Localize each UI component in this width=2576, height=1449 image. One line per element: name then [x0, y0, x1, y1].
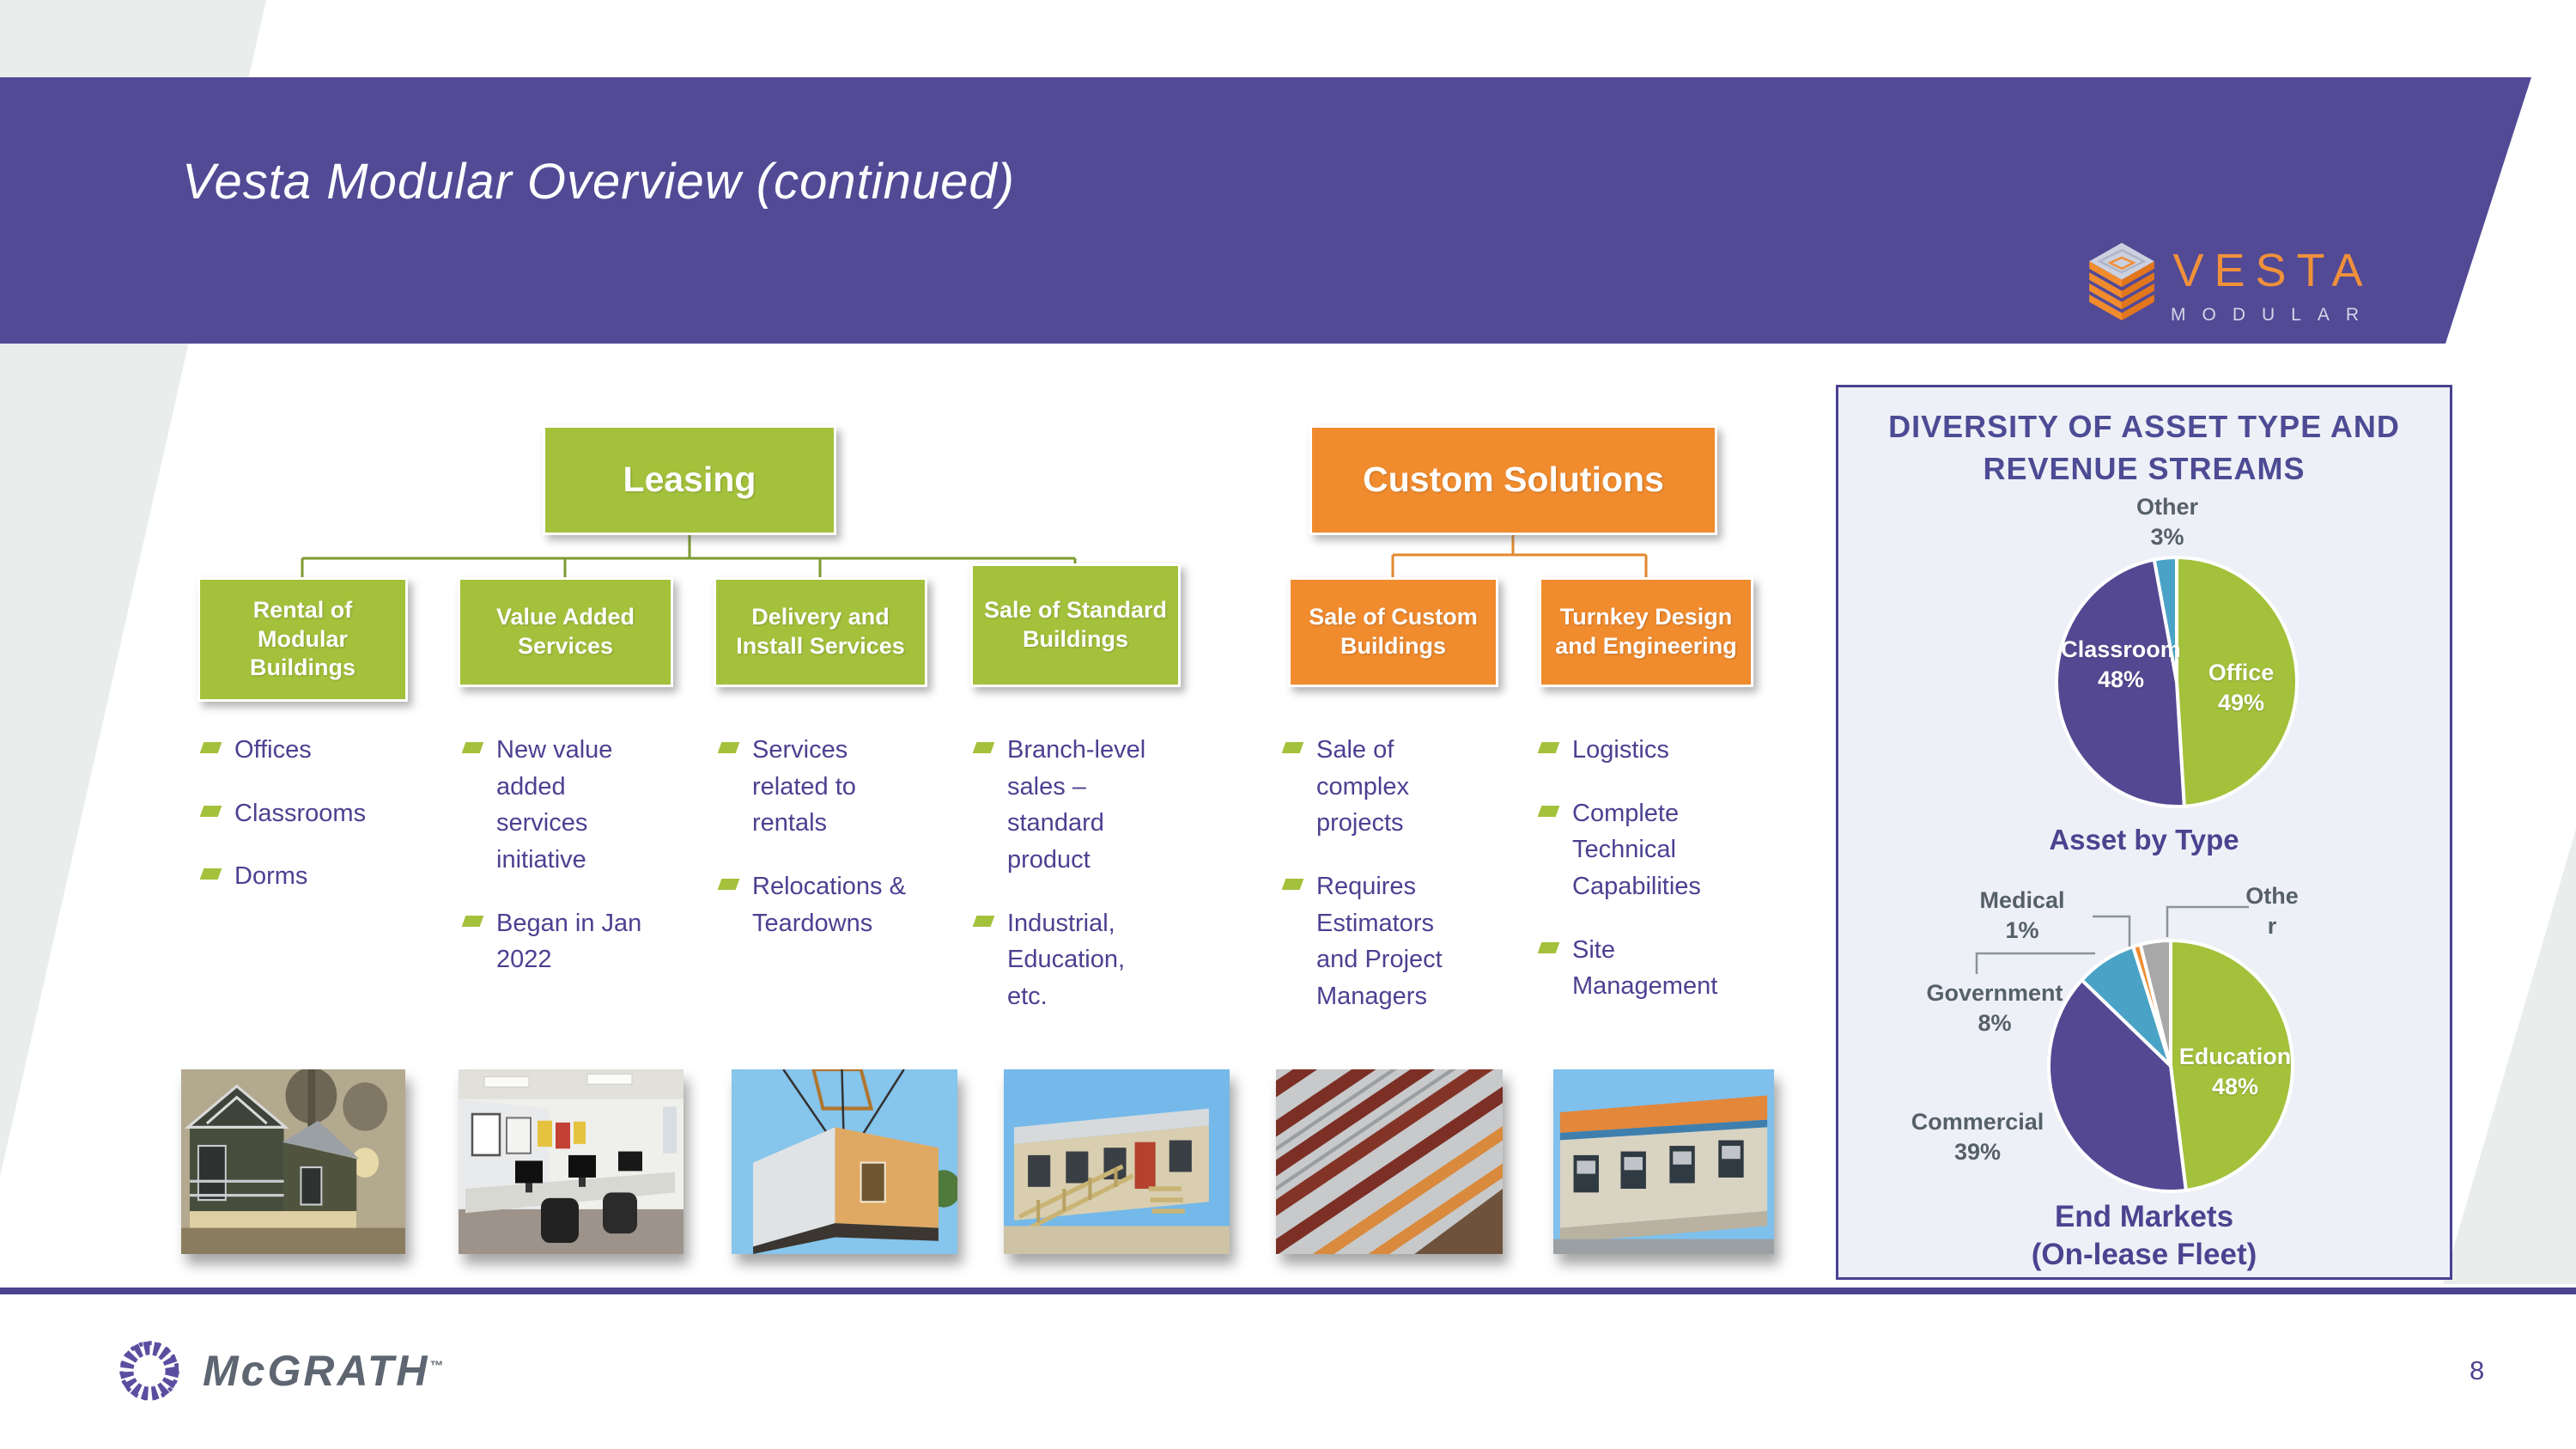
page-number: 8 — [2470, 1355, 2485, 1385]
pie2-label-medical: Medical 1% — [1979, 887, 2065, 944]
bullet-icon — [461, 742, 484, 753]
list-item: Logistics — [1537, 732, 1735, 769]
bullet-list-turnkey: Logistics Complete Technical Capabilitie… — [1537, 732, 1735, 1032]
tree-box-turnkey-design-engineering: Turnkey Design and Engineering — [1539, 577, 1753, 687]
bullet-icon — [1537, 742, 1560, 753]
tree-box-sale-standard-buildings: Sale of Standard Buildings — [970, 563, 1181, 687]
list-item: Site Management — [1537, 932, 1735, 1005]
mcgrath-wordmark: McGRATH™ — [203, 1347, 447, 1395]
bullet-text: Industrial, Education, etc. — [1007, 909, 1126, 1010]
pie-slice-other — [2138, 938, 2172, 1067]
bullet-text: Offices — [234, 736, 312, 764]
photo-module-with-ramp — [1004, 1069, 1230, 1254]
list-item: Branch-level sales – standard product — [972, 732, 1170, 879]
bullet-icon — [461, 915, 484, 927]
panel-title-line1: DIVERSITY OF ASSET TYPE AND — [1888, 409, 2400, 444]
bullet-icon — [1281, 878, 1304, 890]
list-item: Services related to rentals — [717, 732, 914, 842]
list-item: Complete Technical Capabilities — [1537, 795, 1735, 905]
bullet-list-delivery-install: Services related to rentals Relocations … — [717, 732, 914, 968]
list-item: Industrial, Education, etc. — [972, 905, 1170, 1015]
bullet-list-sale-custom: Sale of complex projects Requires Estima… — [1281, 732, 1479, 1041]
tree-box-delivery-install-services: Delivery and Install Services — [714, 577, 927, 687]
bullet-text: Requires Estimators and Project Managers — [1316, 872, 1443, 1010]
bullet-list-rental: Offices Classrooms Dorms — [199, 732, 397, 922]
bullet-text: Logistics — [1572, 736, 1669, 764]
tree-box-leasing: Leasing — [543, 425, 836, 535]
mcgrath-logo: McGRATH™ — [112, 1333, 447, 1409]
bullet-icon — [717, 878, 740, 890]
photo-office-interior — [459, 1069, 683, 1254]
bullet-text: New value added services initiative — [496, 736, 613, 874]
pie-chart-end-markets — [2047, 938, 2294, 1193]
bullet-icon — [1537, 941, 1560, 953]
vesta-wordmark-sub: MODULAR — [2171, 305, 2376, 325]
tree-box-value-added-services: Value Added Services — [458, 577, 673, 687]
bullet-icon — [199, 742, 222, 753]
footer-divider — [0, 1288, 2576, 1294]
list-item: Relocations & Teardowns — [717, 868, 914, 941]
list-item: Classrooms — [199, 795, 397, 832]
bullet-text: Dorms — [234, 862, 308, 891]
bullet-text: Relocations & Teardowns — [752, 872, 906, 937]
pie-chart-asset-by-type — [2055, 555, 2300, 808]
bullet-text: Branch-level sales – standard product — [1007, 736, 1146, 874]
bullet-text: Sale of complex projects — [1316, 736, 1409, 837]
bullet-list-value-added: New value added services initiative Bega… — [461, 732, 659, 1005]
photo-aerial-roofs — [1276, 1069, 1503, 1254]
vesta-wordmark-main: VESTA — [2172, 245, 2373, 296]
bullet-text: Complete Technical Capabilities — [1572, 799, 1701, 900]
tree-box-rental-modular-buildings: Rental of Modular Buildings — [197, 577, 408, 702]
panel-title-line2: REVENUE STREAMS — [1983, 450, 2306, 486]
list-item: Began in Jan 2022 — [461, 905, 659, 978]
photo-craned-module — [732, 1069, 957, 1254]
bullet-icon — [972, 742, 995, 753]
vesta-wordmark: VESTA MODULAR — [2171, 232, 2375, 324]
pie-slice-classroom — [2055, 557, 2186, 808]
bullet-list-sale-standard: Branch-level sales – standard product In… — [972, 732, 1170, 1041]
tree-box-custom-solutions: Custom Solutions — [1309, 425, 1717, 535]
bullet-icon — [199, 868, 222, 880]
pie2-label-education: Education 48% — [2178, 1044, 2292, 1100]
bullet-text: Site Management — [1572, 935, 1718, 1001]
page-title: Vesta Modular Overview (continued) — [182, 154, 1015, 210]
pie2-label-commercial: Commercial 39% — [1911, 1109, 2044, 1166]
photo-classroom-row — [1553, 1069, 1774, 1254]
background-wedge-right — [2443, 829, 2576, 1284]
pie-slice-education — [2169, 938, 2294, 1193]
vesta-logo: VESTA MODULAR — [2085, 232, 2375, 335]
pie-slice-commercial — [2047, 977, 2189, 1193]
bullet-icon — [199, 805, 222, 817]
diversity-panel: DIVERSITY OF ASSET TYPE AND REVENUE STRE… — [1836, 385, 2452, 1280]
bullet-icon — [1281, 742, 1304, 753]
list-item: New value added services initiative — [461, 732, 659, 879]
pie1-label-other: Other 3% — [2136, 494, 2198, 551]
pie1-label-classroom: Classroom 48% — [2061, 636, 2181, 693]
panel-title: DIVERSITY OF ASSET TYPE AND REVENUE STRE… — [1838, 406, 2450, 490]
chart-title-end-markets: End Markets (On-lease Fleet) — [2031, 1200, 2257, 1271]
list-item: Requires Estimators and Project Managers — [1281, 868, 1479, 1015]
list-item: Dorms — [199, 858, 397, 895]
bullet-text: Classrooms — [234, 799, 367, 827]
bullet-icon — [972, 915, 995, 927]
bullet-text: Began in Jan 2022 — [496, 909, 642, 974]
photo-modular-home — [181, 1069, 405, 1254]
tree-box-sale-custom-buildings: Sale of Custom Buildings — [1288, 577, 1498, 687]
pie2-label-government: Government 8% — [1926, 980, 2063, 1037]
pie-slice-office — [2175, 555, 2300, 808]
pie-slice-other — [2152, 555, 2178, 683]
bullet-text: Services related to rentals — [752, 736, 856, 837]
trademark-symbol: ™ — [429, 1359, 447, 1374]
pie2-label-other: Othe r — [2245, 883, 2299, 940]
mcgrath-gear-icon — [119, 1341, 179, 1401]
chart-title-asset-by-type: Asset by Type — [2049, 824, 2239, 855]
list-item: Offices — [199, 732, 397, 769]
pie1-label-office: Office 49% — [2208, 660, 2275, 716]
vesta-cube-icon — [2089, 242, 2154, 320]
bullet-icon — [1537, 805, 1560, 817]
bullet-icon — [717, 742, 740, 753]
list-item: Sale of complex projects — [1281, 732, 1479, 842]
